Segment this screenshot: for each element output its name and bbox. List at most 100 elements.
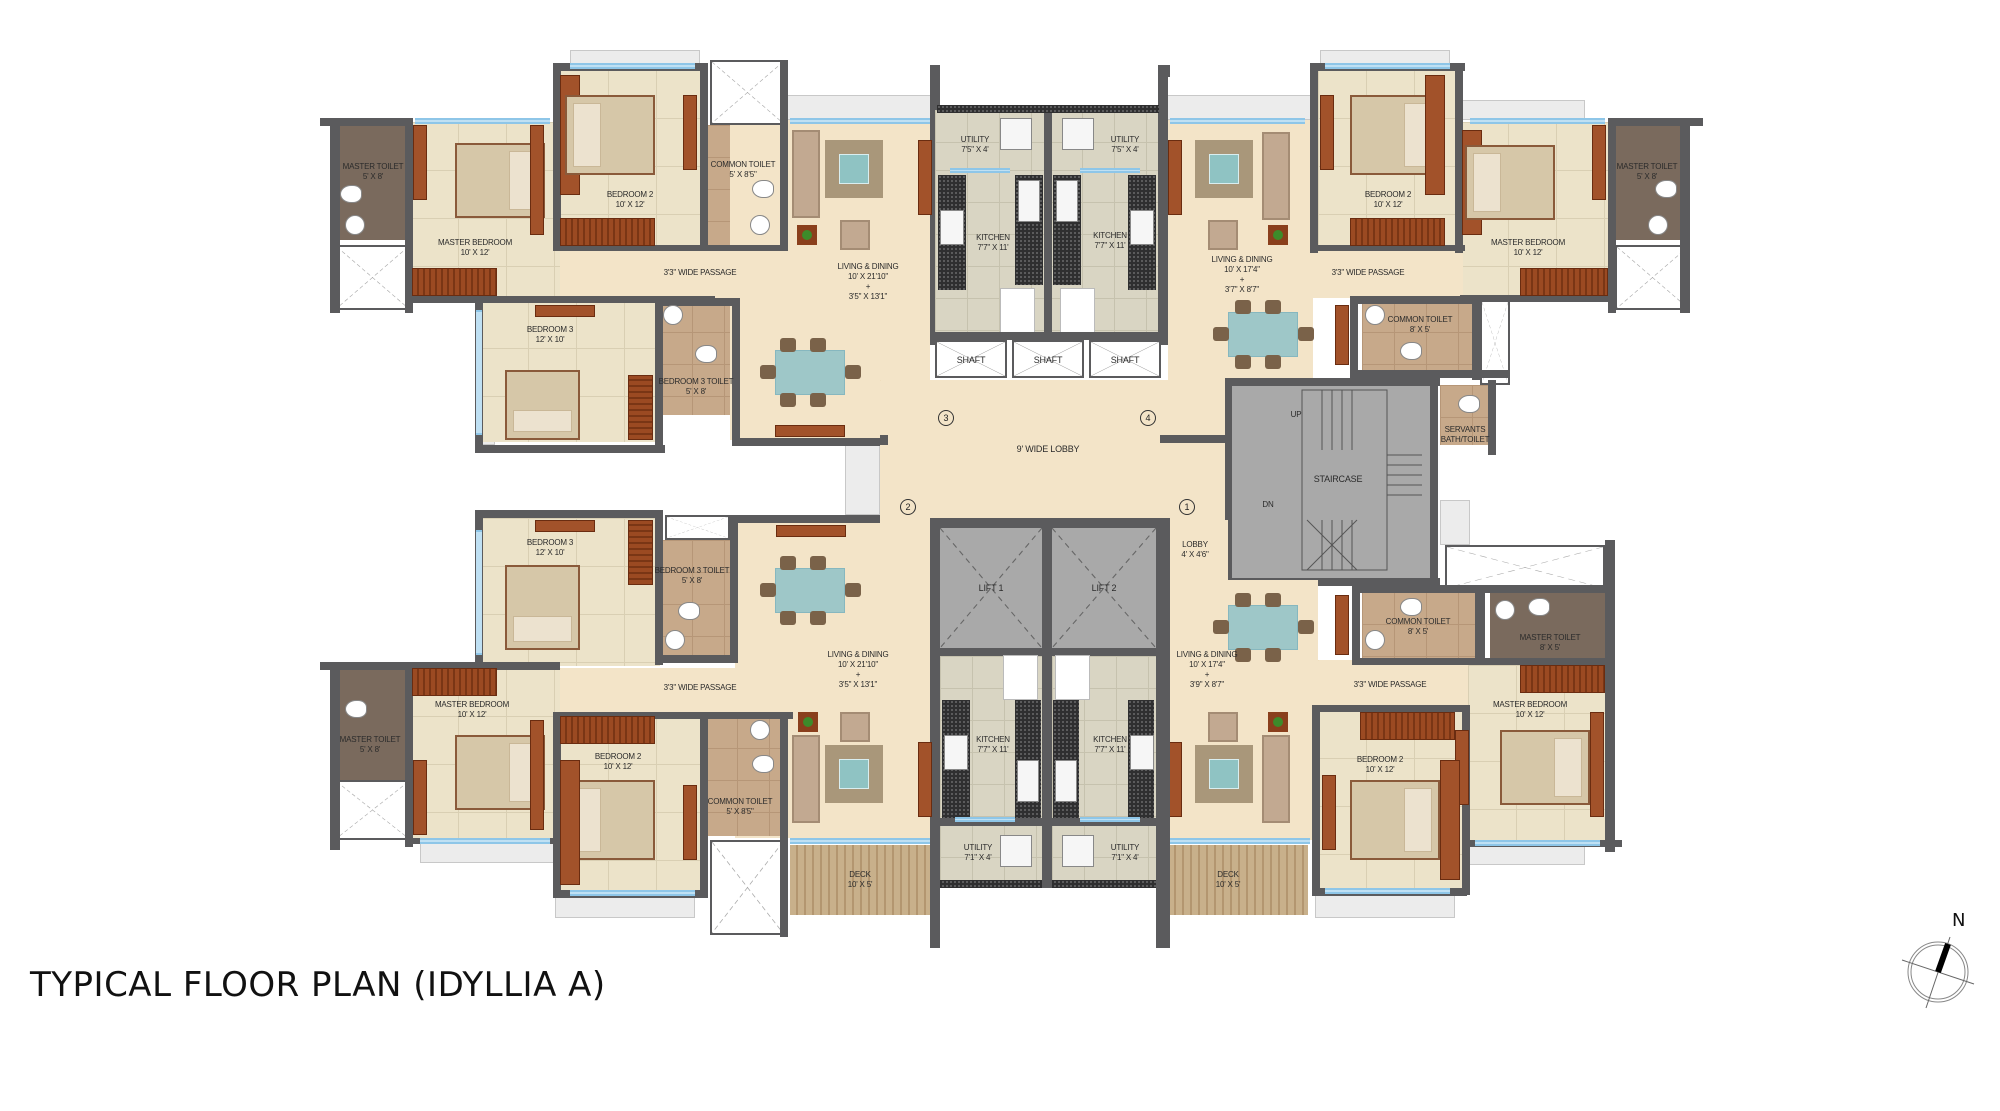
chair [1235, 648, 1251, 662]
lift-name: LIFT 2 [1091, 583, 1117, 593]
lift-label: LIFT 1 [979, 583, 1004, 593]
window [790, 838, 930, 844]
window [476, 530, 482, 655]
side-table [530, 125, 544, 235]
room-name: BEDROOM 3 [526, 325, 574, 334]
window [570, 63, 695, 69]
duct [710, 840, 785, 935]
lobby-label: 9' WIDE LOBBY [1017, 444, 1080, 454]
wall [1350, 296, 1358, 376]
room-name: UTILITY [960, 135, 990, 144]
room-name: COMMON TOILET [1385, 617, 1451, 626]
room-name: BEDROOM 2 [594, 752, 642, 761]
wall [405, 118, 413, 313]
wall [1312, 705, 1320, 895]
wall [553, 65, 561, 250]
room-size: 10' X 12' [457, 710, 487, 719]
lobby [1168, 520, 1228, 580]
wall [655, 655, 735, 663]
compass: N [1900, 910, 1980, 1010]
chair [760, 365, 776, 379]
stair-down-label: DN [1262, 500, 1273, 510]
room-name: LIVING & DINING [1211, 255, 1273, 264]
wall [1225, 378, 1235, 583]
stair-steps [1301, 389, 1422, 571]
wardrobe [412, 668, 497, 696]
room-name: COMMON TOILET [710, 160, 776, 169]
window [1325, 63, 1450, 69]
toilet-fixture [1458, 395, 1480, 413]
wall [655, 510, 663, 665]
room-size: 5' X 8' [362, 172, 384, 181]
room-name: DECK [849, 870, 871, 879]
basin [750, 720, 770, 740]
sink [1017, 760, 1039, 802]
wall [330, 118, 340, 313]
rug [825, 745, 883, 803]
wall [1608, 118, 1616, 313]
toilet-fixture [1400, 598, 1422, 616]
room-label: 3'3" WIDE PASSAGE [664, 683, 737, 693]
shaft-name: SHAFT [1033, 355, 1063, 365]
wardrobe [628, 375, 653, 440]
room-size: 10' X 12' [1513, 248, 1543, 257]
stove [944, 735, 968, 770]
room-name: MASTER TOILET [1616, 162, 1678, 171]
wall [1350, 370, 1510, 378]
room-name: LOBBY [1182, 540, 1208, 549]
wall [732, 438, 882, 446]
wall [1310, 245, 1465, 251]
dining-table [1228, 312, 1298, 357]
fridge [1060, 288, 1095, 333]
room-size-extra: 3'7" X 8'7" [1224, 285, 1260, 294]
passage [560, 668, 735, 716]
armchair [840, 220, 870, 250]
room-size-extra: 3'5" X 13'1" [848, 292, 888, 301]
staircase-label: STAIRCASE [1314, 474, 1363, 484]
chair [760, 583, 776, 597]
window [476, 310, 482, 435]
wall [1042, 518, 1052, 818]
room-size-extra: 3'5" X 13'1" [838, 680, 878, 689]
sofa [1262, 132, 1290, 220]
sofa [1262, 735, 1290, 823]
dining-table [1228, 605, 1298, 650]
plus-sign: + [1239, 275, 1245, 284]
room-name: 3'3" WIDE PASSAGE [663, 268, 737, 277]
wall [1488, 380, 1496, 455]
room-name: BEDROOM 2 [1364, 190, 1412, 199]
wall [1225, 378, 1440, 386]
wall [1605, 540, 1615, 852]
wall [930, 332, 1168, 340]
shaft-name: SHAFT [956, 355, 986, 365]
room-name: MASTER BEDROOM [1490, 238, 1566, 247]
plant [1268, 712, 1288, 732]
basin [345, 215, 365, 235]
shaft-name: SHAFT [1110, 355, 1140, 365]
sofa [792, 130, 820, 218]
wall [320, 118, 410, 126]
wall [880, 435, 888, 445]
room-size: 10' X 5' [1215, 880, 1241, 889]
chair [1235, 300, 1251, 314]
room-size: 8' X 5' [1539, 643, 1561, 652]
room-size: 10' X 5' [847, 880, 873, 889]
door-marker: 1 [1179, 499, 1195, 515]
room-name: 3'3" WIDE PASSAGE [663, 683, 737, 692]
duct [710, 60, 785, 125]
dining-table [775, 568, 845, 613]
wall [475, 445, 665, 453]
toilet-fixture [1400, 342, 1422, 360]
chair [1265, 300, 1281, 314]
wardrobe [1360, 712, 1455, 740]
